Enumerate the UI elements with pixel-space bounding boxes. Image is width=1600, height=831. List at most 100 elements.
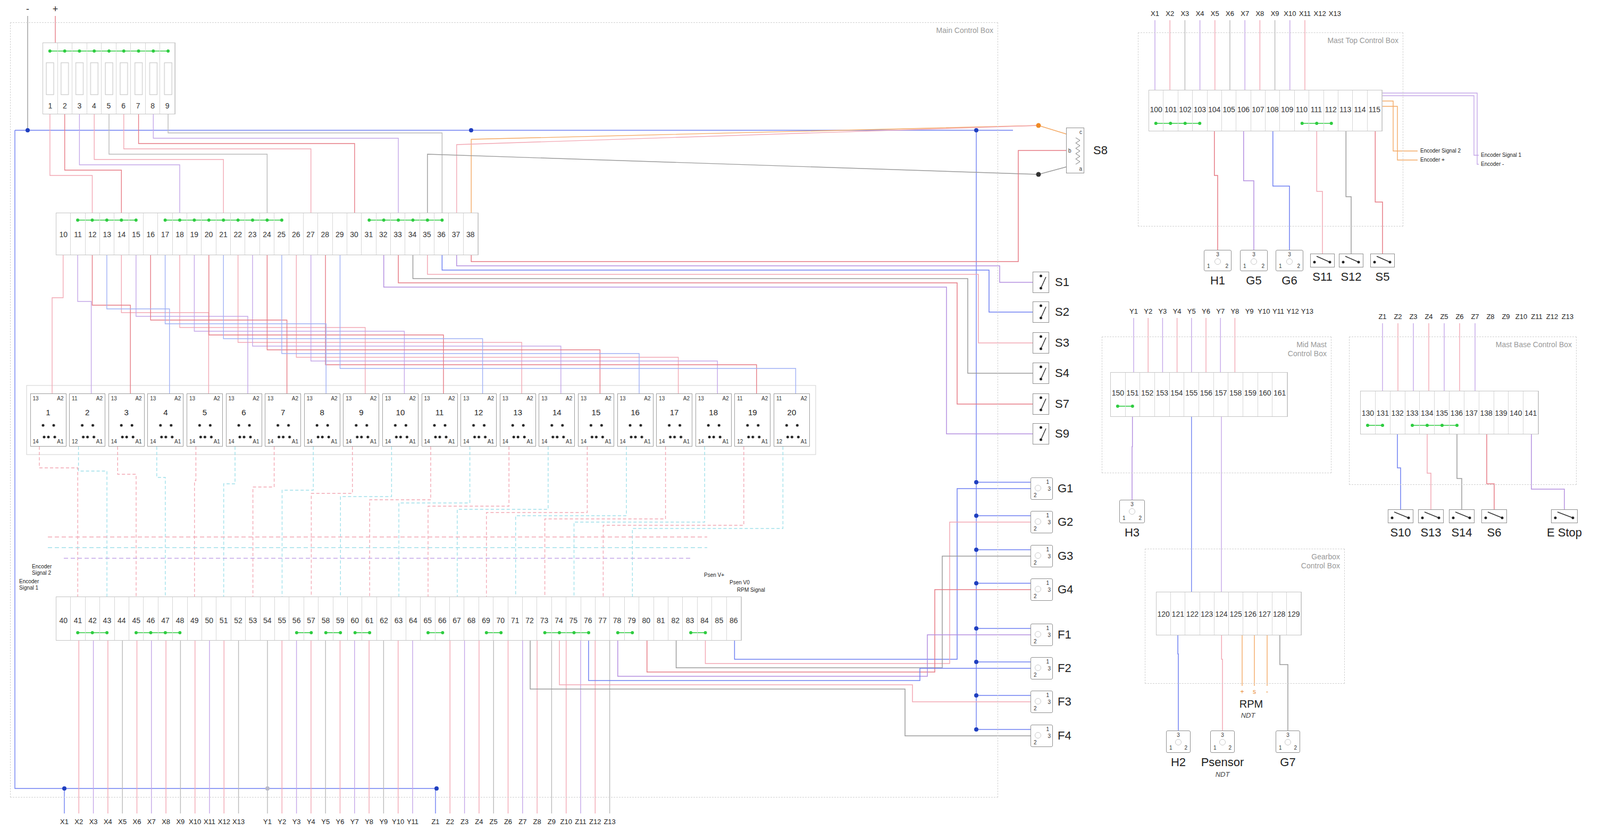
pin-label: a bbox=[1078, 165, 1083, 172]
pin-label: A2 bbox=[643, 395, 651, 402]
relay: 913A214A1 bbox=[342, 393, 380, 447]
terminal-number: 106 bbox=[1236, 105, 1251, 114]
wire bbox=[122, 640, 610, 814]
box-title: Mid Mast Control Box bbox=[1277, 340, 1327, 359]
switch-symbol bbox=[1370, 254, 1395, 267]
wire-connector bbox=[559, 640, 1031, 703]
terminal-number: 101 bbox=[1163, 105, 1178, 114]
terminal-number: 158 bbox=[1228, 388, 1244, 398]
signal-label: Y5 bbox=[1187, 307, 1196, 316]
relay: 1013A214A1 bbox=[382, 393, 419, 447]
pin-label: 1 bbox=[1278, 744, 1283, 751]
switch-contact bbox=[1039, 335, 1043, 339]
control-box: Mid Mast Control Box15015115215315415515… bbox=[1101, 336, 1332, 474]
pin-label: A1 bbox=[252, 438, 259, 445]
component-label: G1 bbox=[1057, 481, 1074, 496]
pin-label: 2 bbox=[1184, 744, 1188, 751]
signal-label: Y10 bbox=[1257, 307, 1270, 316]
signal-label: Z12 bbox=[589, 817, 601, 827]
terminal-number: 100 bbox=[1149, 105, 1164, 114]
terminal-number: 11 bbox=[70, 230, 86, 239]
terminal-number: 141 bbox=[1523, 408, 1539, 418]
terminal-number: 137 bbox=[1463, 408, 1479, 418]
component-label: F4 bbox=[1057, 729, 1072, 743]
pin-label: A1 bbox=[213, 438, 221, 445]
relay: 1613A214A1 bbox=[617, 393, 654, 447]
pin-label: 1 bbox=[1045, 692, 1050, 699]
pin-label: 13 bbox=[345, 395, 352, 402]
terminal-number: 25 bbox=[274, 230, 289, 239]
pin-symbol bbox=[1284, 739, 1292, 746]
terminal-number: 13 bbox=[99, 230, 115, 239]
pin-label: 2 bbox=[1261, 263, 1265, 270]
pin-label: A2 bbox=[135, 395, 142, 402]
signal-label: Z7 bbox=[518, 817, 527, 827]
switch-contact bbox=[1388, 261, 1392, 264]
switch-lever bbox=[1041, 306, 1047, 318]
terminal-number: 81 bbox=[653, 616, 668, 625]
component-label: F2 bbox=[1057, 661, 1072, 676]
signal-label: X12 bbox=[1313, 9, 1327, 19]
terminal-number: 109 bbox=[1279, 105, 1295, 114]
terminal-number: 52 bbox=[230, 616, 246, 625]
terminal-number: 67 bbox=[449, 616, 464, 625]
signal-label: Y3 bbox=[1158, 307, 1167, 316]
switch-contact bbox=[1313, 261, 1317, 264]
pin-label: A2 bbox=[56, 395, 64, 402]
pin-label: 2 bbox=[1033, 492, 1037, 499]
relay-number: 14 bbox=[539, 407, 575, 418]
terminal-number: 12 bbox=[85, 230, 100, 239]
box-title: Mast Base Control Box bbox=[1495, 340, 1572, 350]
signal-label: X6 bbox=[1225, 9, 1235, 19]
signal-label: Y8 bbox=[364, 817, 374, 827]
relay-number: 10 bbox=[382, 407, 418, 418]
signal-label: Z11 bbox=[574, 817, 586, 827]
switch-symbol bbox=[1551, 509, 1578, 523]
component-label: E Stop bbox=[1546, 525, 1582, 540]
switch-symbol bbox=[1033, 272, 1049, 293]
pin-label: 3 bbox=[1216, 251, 1220, 258]
pin-label: 14 bbox=[189, 438, 196, 445]
switch-contact bbox=[1468, 516, 1472, 520]
wire bbox=[52, 255, 679, 394]
wire bbox=[1154, 20, 1290, 90]
terminal-number: 154 bbox=[1169, 388, 1185, 398]
terminal-number: 161 bbox=[1272, 388, 1288, 398]
pin-label: A1 bbox=[487, 438, 494, 445]
pin-symbol bbox=[1034, 631, 1042, 638]
terminal-number: 134 bbox=[1419, 408, 1435, 418]
connector-block: F4132 bbox=[1030, 724, 1053, 748]
wire bbox=[77, 255, 718, 394]
relay-number: 12 bbox=[461, 407, 497, 418]
switch-contact bbox=[1437, 516, 1441, 520]
relay: 1911A212A1 bbox=[734, 393, 771, 447]
pin-label: A2 bbox=[96, 395, 103, 402]
wire-connector bbox=[530, 640, 1031, 737]
pin-symbol bbox=[1034, 585, 1042, 593]
pin-label: A2 bbox=[174, 395, 181, 402]
switch-lever bbox=[1041, 337, 1047, 349]
terminal-number: 105 bbox=[1221, 105, 1236, 114]
wire-connector bbox=[1486, 434, 1495, 510]
switch-contact bbox=[1391, 516, 1394, 520]
terminal-number: 40 bbox=[56, 616, 71, 625]
component-label: H1 bbox=[1210, 273, 1226, 288]
junction-dot bbox=[974, 659, 979, 665]
pin-label: 2 bbox=[1033, 559, 1037, 566]
connector-block: G2132 bbox=[1030, 511, 1053, 534]
terminal-number: 51 bbox=[216, 616, 231, 625]
switch-lever bbox=[1424, 512, 1439, 518]
terminal-number: 2 bbox=[57, 101, 73, 111]
pin-label: 3 bbox=[1047, 486, 1051, 492]
terminal-number: 132 bbox=[1389, 408, 1405, 418]
signal-label: Z1 bbox=[1378, 312, 1387, 322]
signal-label: Y5 bbox=[321, 817, 330, 827]
terminal-number: 152 bbox=[1140, 388, 1155, 398]
signal-label: X9 bbox=[176, 817, 185, 827]
signal-label: Y8 bbox=[1230, 307, 1239, 316]
switch: E Stop bbox=[1551, 509, 1578, 524]
switch: S7 bbox=[1032, 393, 1050, 415]
relay-number: 5 bbox=[187, 407, 223, 418]
switch-symbol bbox=[1033, 332, 1049, 354]
terminal-number: 35 bbox=[419, 230, 434, 239]
